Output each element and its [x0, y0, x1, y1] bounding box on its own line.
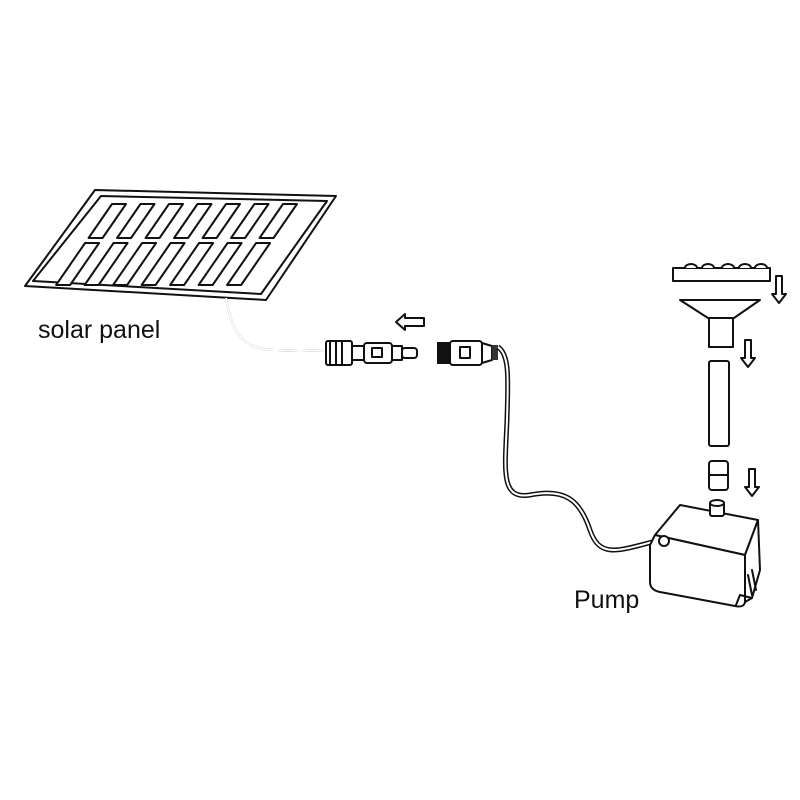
solar-cell: [169, 242, 215, 286]
solar-cell: [201, 203, 241, 239]
solar-panel: [24, 189, 337, 301]
pump-label: Pump: [574, 586, 639, 614]
solar-cell: [230, 203, 270, 239]
pump-cable: [496, 344, 661, 553]
solar-panel-label: solar panel: [38, 316, 160, 344]
fountain-base: [679, 299, 761, 348]
fountain-nozzle: [672, 263, 771, 282]
solar-cell: [55, 242, 101, 286]
solar-cell: [116, 203, 156, 239]
solar-cell: [197, 242, 243, 286]
down-arrow-icon: [740, 339, 756, 368]
male-connector: [325, 340, 418, 366]
down-arrow-icon: [771, 275, 787, 304]
panel-cable: [225, 297, 327, 352]
solar-cell: [173, 203, 213, 239]
solar-cell: [258, 203, 298, 239]
solar-cell: [144, 203, 184, 239]
extension-tube: [708, 360, 730, 447]
down-arrow-icon: [744, 468, 760, 497]
solar-cell: [226, 242, 272, 286]
connect-arrow-icon: [395, 313, 425, 331]
female-connector: [437, 340, 498, 366]
solar-cell: [140, 242, 186, 286]
pump: [649, 499, 761, 608]
solar-cell: [87, 203, 127, 239]
solar-cell: [83, 242, 129, 286]
adapter: [708, 460, 729, 491]
solar-cell: [112, 242, 158, 286]
